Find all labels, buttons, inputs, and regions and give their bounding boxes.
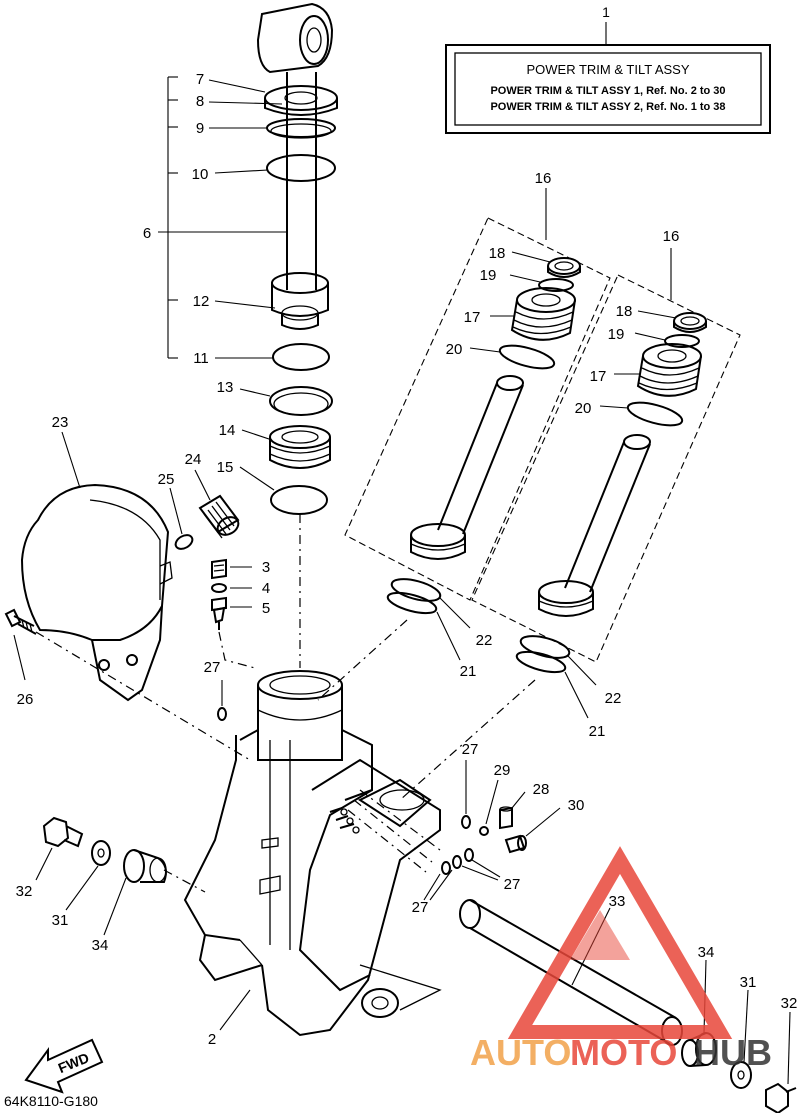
cylinder-seals — [239, 386, 333, 668]
callout-10: 10 — [192, 166, 209, 183]
tilt-shaft — [459, 899, 797, 1113]
callout-21-left: 21 — [460, 663, 477, 680]
watermark-triangle-icon — [507, 846, 733, 1039]
callout-27-top: 27 — [462, 741, 479, 758]
callout-30: 30 — [568, 797, 585, 814]
callout-18-left: 18 — [489, 245, 506, 262]
callout-9: 9 — [196, 120, 204, 137]
automotohub-watermark: AUTO MOTO HUB — [470, 846, 772, 1073]
callout-4: 4 — [262, 580, 270, 597]
tilt-rod-assembly — [158, 2, 338, 371]
legend-line-2: POWER TRIM & TILT ASSY 2, Ref. No. 1 to … — [490, 101, 725, 113]
trim-motor — [4, 431, 251, 761]
tilt-bracket-body — [183, 670, 442, 1037]
legend-line-1: POWER TRIM & TILT ASSY 1, Ref. No. 2 to … — [490, 85, 725, 97]
callout-22-right: 22 — [605, 690, 622, 707]
callout-25: 25 — [158, 471, 175, 488]
callout-5: 5 — [262, 600, 270, 617]
callout-20-left: 20 — [446, 341, 463, 358]
callout-12: 12 — [193, 293, 210, 310]
callout-27-bottom: 27 — [412, 899, 429, 916]
callout-19-left: 19 — [480, 267, 497, 284]
callout-24: 24 — [185, 451, 202, 468]
forward-arrow: FWD — [24, 1038, 104, 1094]
callout-27-right: 27 — [504, 876, 521, 893]
callout-6: 6 — [143, 225, 151, 242]
callout-19-right: 19 — [608, 326, 625, 343]
callout-11: 11 — [193, 350, 209, 367]
callout-1: 1 — [602, 4, 610, 20]
watermark-text-auto: AUTO — [470, 1032, 571, 1073]
callout-13: 13 — [217, 379, 234, 396]
callout-3: 3 — [262, 559, 270, 576]
trim-cylinder-assembly-left — [344, 188, 611, 601]
callout-14: 14 — [219, 422, 236, 439]
callout-16-left: 16 — [535, 170, 552, 187]
callout-17-left: 17 — [464, 309, 481, 326]
callout-20-right: 20 — [575, 400, 592, 417]
callout-22-left: 22 — [476, 632, 493, 649]
callout-34-right: 34 — [698, 944, 715, 961]
callout-31-right: 31 — [740, 974, 757, 991]
callout-33: 33 — [609, 893, 626, 910]
callout-16-right: 16 — [663, 228, 680, 245]
trim-cylinder-assembly-right — [471, 248, 741, 663]
callout-18-right: 18 — [616, 303, 633, 320]
callout-2: 2 — [208, 1031, 216, 1048]
callout-28: 28 — [533, 781, 550, 798]
callout-27-left: 27 — [204, 659, 221, 676]
callout-8: 8 — [196, 93, 204, 110]
shaft-hardware-left — [35, 816, 206, 936]
legend-box: 1 POWER TRIM & TILT ASSY POWER TRIM & TI… — [445, 4, 771, 134]
legend-title: POWER TRIM & TILT ASSY — [526, 62, 689, 77]
callout-23: 23 — [52, 414, 69, 431]
valve-hardware — [347, 760, 561, 901]
callout-32-left: 32 — [16, 883, 33, 900]
callout-34-left: 34 — [92, 937, 109, 954]
trim-seals — [317, 578, 597, 801]
callout-7: 7 — [196, 71, 204, 88]
diagram-code: 64K8110-G180 — [4, 1093, 98, 1109]
watermark-text-hub: HUB — [694, 1032, 772, 1073]
callout-21-right: 21 — [589, 723, 606, 740]
callout-15: 15 — [217, 459, 234, 476]
callout-17-right: 17 — [590, 368, 607, 385]
watermark-text-moto: MOTO — [570, 1032, 677, 1073]
small-hardware — [169, 469, 256, 721]
callout-labels: 7 8 9 10 6 12 11 13 14 15 23 24 25 3 4 5… — [16, 71, 798, 1048]
callout-26: 26 — [17, 691, 34, 708]
callout-31-left: 31 — [52, 912, 69, 929]
callout-32-right: 32 — [781, 995, 798, 1012]
callout-29: 29 — [494, 762, 511, 779]
